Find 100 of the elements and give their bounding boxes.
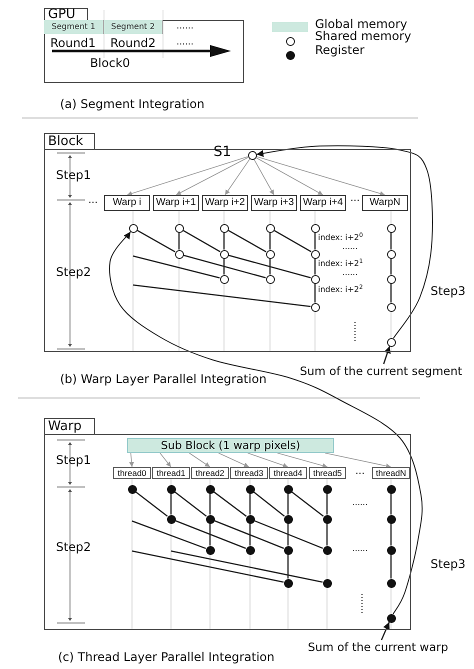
connector-line: [209, 494, 211, 514]
connector-line: [390, 258, 392, 274]
connector-line: [136, 230, 176, 252]
arrow: [324, 452, 392, 468]
arrow: [160, 452, 172, 468]
connector-line: [326, 524, 328, 546]
connector-line: [228, 230, 266, 252]
connector-line: [183, 254, 266, 278]
connector-line: [132, 284, 311, 308]
connector-line: [228, 254, 311, 278]
connector-line: [291, 491, 324, 517]
connector-line: [209, 524, 211, 546]
connector-line: [174, 491, 207, 517]
round-label: Round2: [110, 37, 156, 49]
arrow: [176, 157, 249, 196]
round-label: Round1: [50, 37, 96, 49]
connector-line: [287, 554, 289, 578]
annotation-text: Sum of the current segment: [292, 364, 470, 380]
warp-box: Warp i+3: [251, 195, 297, 211]
connector-line: [132, 520, 206, 550]
segment-cell: Segment 2: [104, 20, 163, 34]
ellipsis: ......: [176, 22, 194, 32]
warp-box: Warp i+1: [153, 195, 199, 211]
arrow: [276, 452, 328, 468]
legend-label: Global memory: [315, 18, 408, 30]
thread-box: thread5: [309, 467, 346, 479]
thread-box: thread3: [230, 467, 268, 479]
connector-line: [314, 284, 316, 302]
connector-line: [390, 554, 392, 578]
ellipsis: ......: [176, 38, 194, 48]
warp-box: Warp i+4: [300, 195, 346, 211]
figure-caption: (c) Thread Layer Parallel Integration: [58, 651, 274, 663]
sub-block-bar: Sub Block (1 warp pixels): [127, 438, 334, 453]
panel: [44, 8, 244, 83]
connector-line: [132, 550, 284, 583]
panel-title: Warp: [48, 418, 82, 435]
block-label: Block0: [90, 57, 130, 69]
connector-line: [390, 232, 392, 250]
index-label: index: i+2$^{0}$: [318, 234, 363, 242]
connector-line: [223, 232, 225, 250]
connector-line: [269, 258, 271, 274]
arrow: [109, 231, 423, 615]
connector-line: [174, 520, 246, 549]
panel: [44, 418, 411, 630]
step-label: Step2: [56, 266, 91, 278]
connector-line: [223, 258, 225, 274]
index-label: index: i+2$^{2}$: [318, 286, 363, 294]
arrow: [218, 452, 250, 468]
connector-line: [314, 258, 316, 274]
ellipsis: ...: [88, 196, 98, 206]
arrow: [380, 622, 390, 640]
edge-label: Step3: [428, 285, 468, 297]
connector-line: [314, 232, 316, 250]
figure-caption: (b) Warp Layer Parallel Integration: [60, 373, 267, 385]
ellipsis: ...: [355, 467, 365, 477]
connector-line: [214, 520, 284, 549]
panel: [44, 133, 411, 352]
connector-line: [132, 255, 220, 279]
thread-box: thread1: [152, 467, 190, 479]
thread-box: thread4: [269, 467, 307, 479]
connector-line: [249, 494, 251, 514]
connector-line: [390, 284, 392, 302]
legend-label: Register: [315, 44, 364, 56]
ellipsis: ......: [342, 243, 358, 251]
connector-line: [287, 524, 289, 546]
arrow: [247, 452, 288, 468]
connector-line: [170, 494, 172, 514]
thread-box: thread2: [191, 467, 229, 479]
arrow: [256, 145, 433, 339]
step-label: Step1: [56, 169, 91, 181]
ellipsis: ......: [352, 499, 368, 507]
connector-line: [253, 491, 285, 517]
warp-box: Warp i+2: [202, 195, 248, 211]
connector-line: [182, 230, 220, 252]
panel-title: GPU: [48, 8, 76, 21]
warp-box: WarpN: [362, 195, 408, 211]
step-label: Step2: [56, 541, 91, 553]
connector-line: [249, 524, 251, 546]
warp-box: Warp i: [104, 195, 150, 211]
connector-line: [254, 520, 324, 549]
arrow: [255, 157, 324, 196]
connector-line: [170, 550, 323, 583]
figure-caption: (a) Segment Integration: [60, 98, 204, 110]
arrow: [129, 452, 134, 468]
arrow: [253, 158, 274, 196]
ellipsis: ......: [342, 269, 358, 277]
step-label: Step1: [56, 454, 91, 466]
connector-line: [390, 524, 392, 546]
connector-line: [135, 491, 168, 517]
ellipsis: ...: [350, 194, 360, 204]
connector-line: [213, 491, 247, 517]
connector-line: [326, 494, 328, 514]
connector-line: [178, 232, 180, 250]
arrow: [224, 158, 250, 196]
edge-label: Step3: [428, 558, 468, 570]
legend-label: Shared memory: [315, 30, 412, 42]
arrow: [383, 346, 391, 364]
arrow: [256, 156, 386, 196]
thread-box: thread0: [113, 467, 151, 479]
thread-box: threadN: [372, 467, 410, 479]
